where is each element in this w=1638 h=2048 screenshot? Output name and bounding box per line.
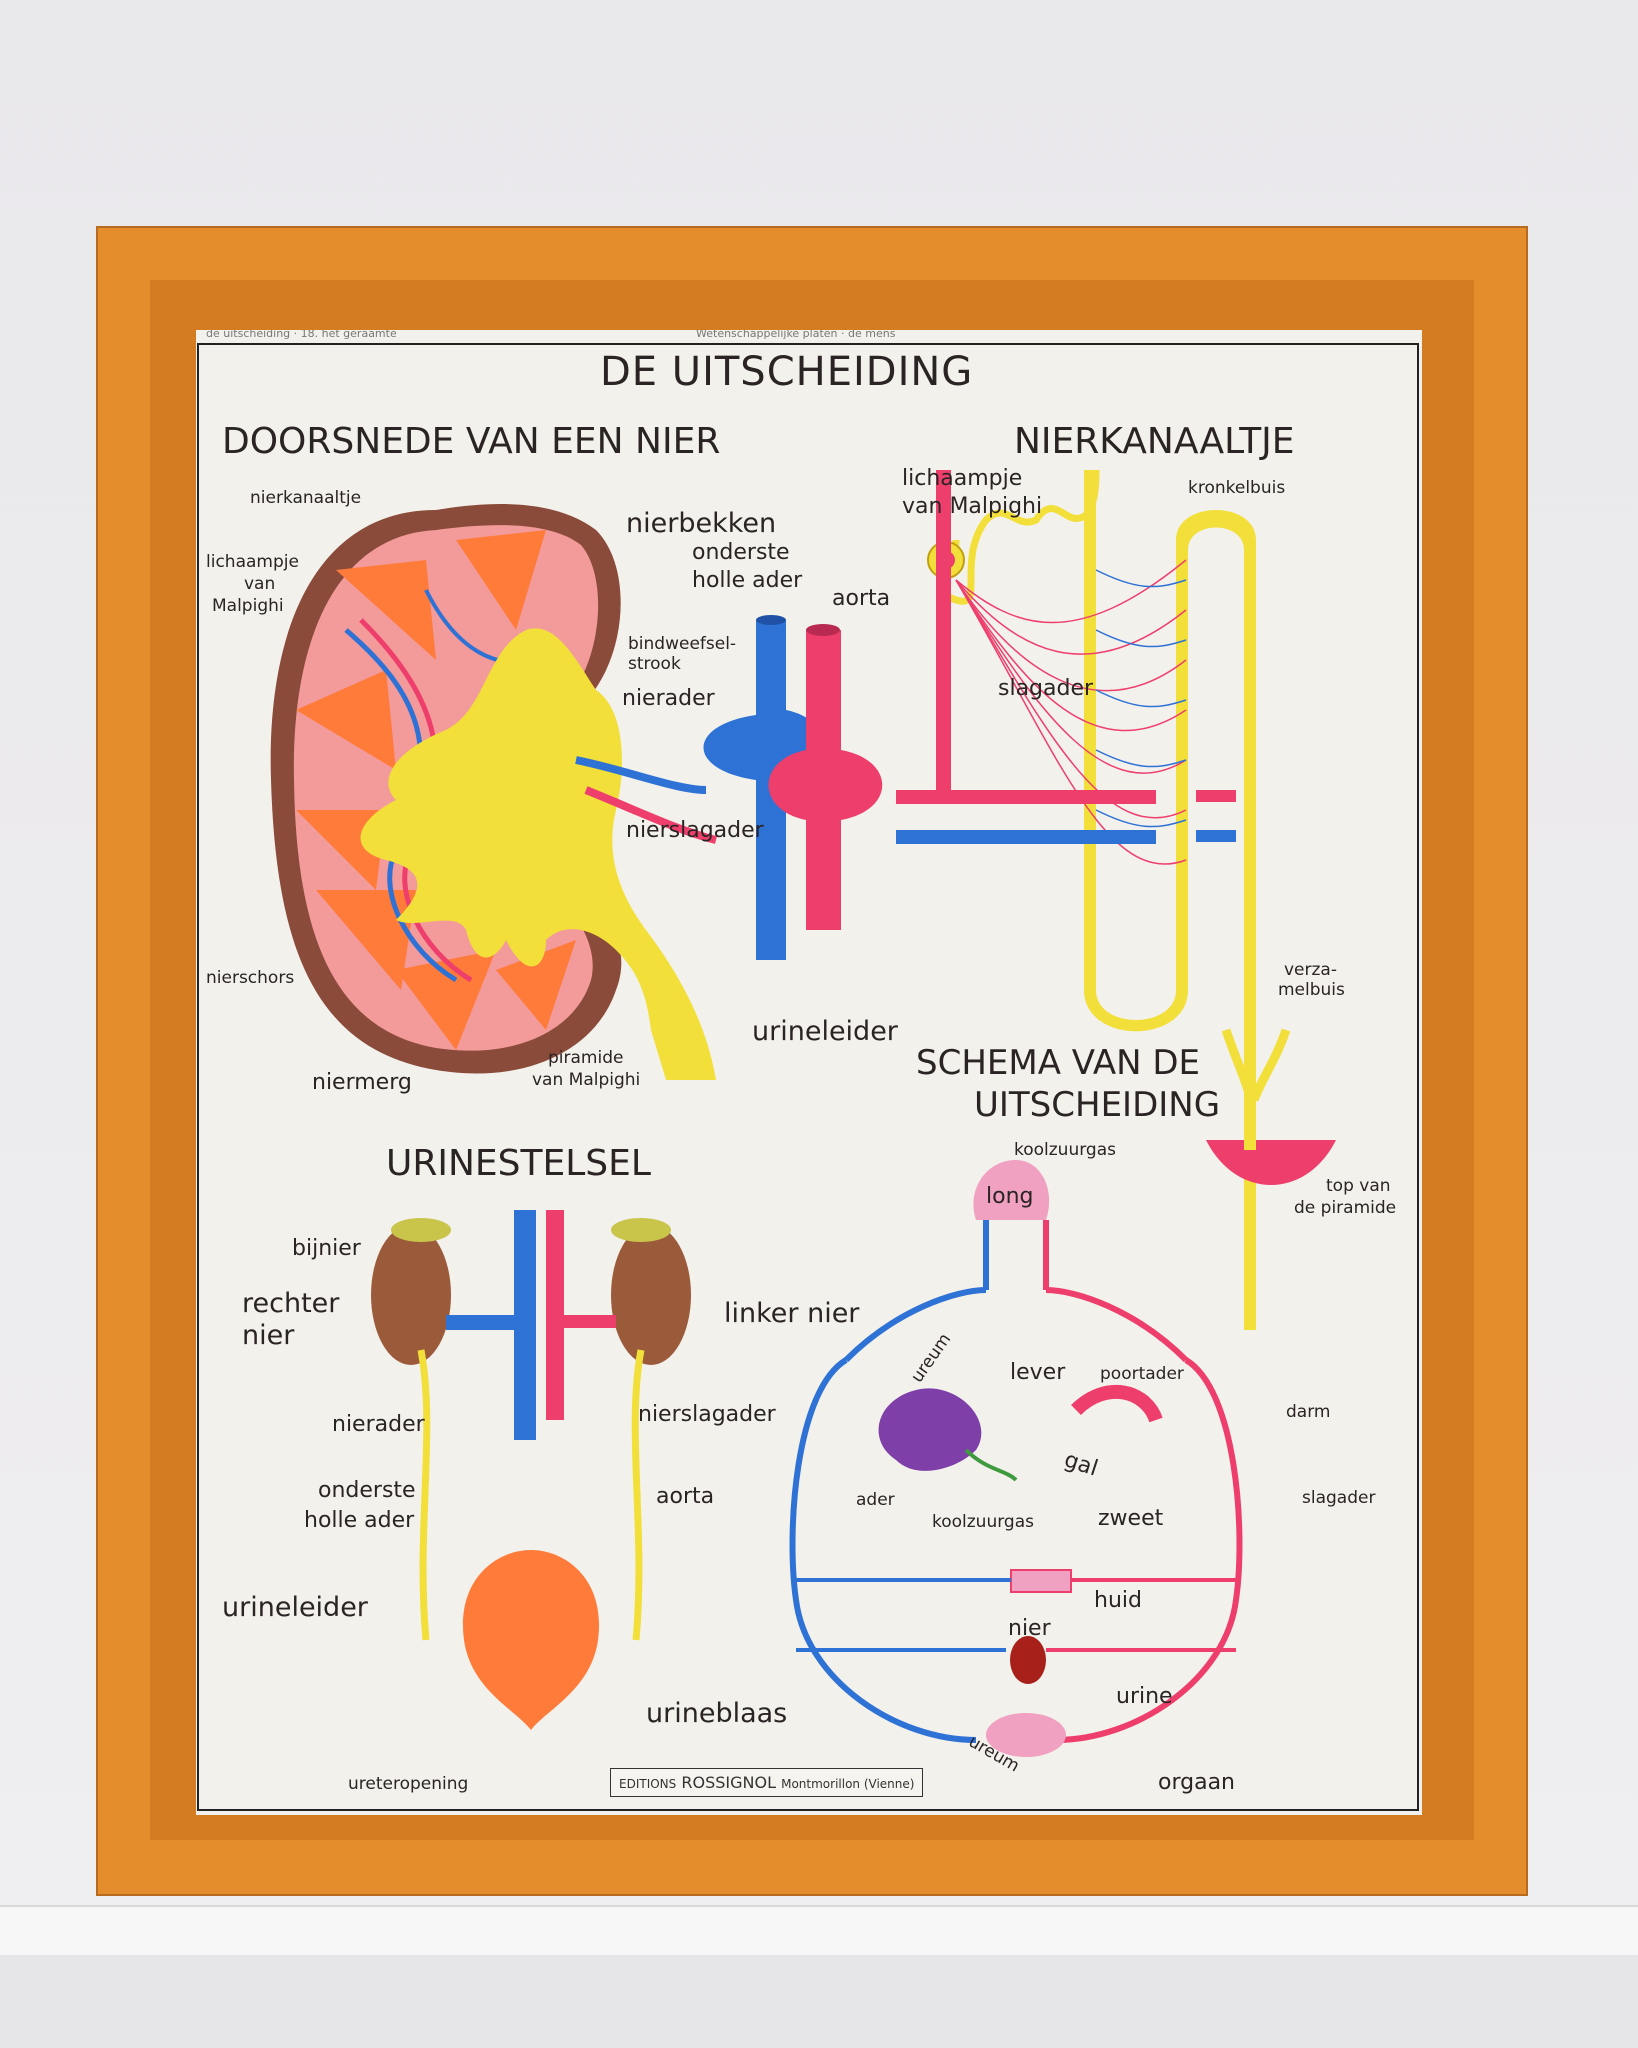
pyramid-tip: [1206, 1140, 1336, 1185]
publisher-name: ROSSIGNOL: [681, 1773, 776, 1792]
label-top-van: top van: [1326, 1176, 1391, 1196]
label-long: long: [986, 1184, 1034, 1209]
kidney-section-title: DOORSNEDE VAN EEN NIER: [222, 421, 721, 462]
urinary-section-title: URINESTELSEL: [386, 1143, 651, 1184]
label-urinary-nierslagader: nierslagader: [638, 1402, 776, 1427]
diagram-artwork: [197, 343, 1419, 1811]
label-strook: strook: [628, 654, 681, 674]
vena-cava: [703, 620, 824, 960]
label-bijnier: bijnier: [292, 1236, 361, 1261]
label-urinary-urineleider: urineleider: [222, 1592, 368, 1623]
publisher-box: EDITIONS ROSSIGNOL Montmorillon (Vienne): [610, 1768, 924, 1797]
label-rechter: rechter: [242, 1288, 340, 1319]
label-urinary-nierader: nierader: [332, 1412, 425, 1437]
label-scheme-nier: nier: [1008, 1616, 1051, 1641]
label-urine: urine: [1116, 1684, 1173, 1709]
kidney-cross-section: [270, 504, 883, 1080]
label-zweet: zweet: [1098, 1506, 1164, 1531]
label-bindweefsel: bindweefsel-: [628, 634, 737, 654]
label-urinary-aorta: aorta: [656, 1484, 715, 1509]
anatomy-poster: de uitscheiding · 18. het geraamte Weten…: [196, 330, 1422, 1815]
label-van-malpighi: van Malpighi: [532, 1070, 641, 1090]
label-huid: huid: [1094, 1588, 1142, 1613]
label-ader: ader: [856, 1490, 895, 1510]
label-urineleider-kidney: urineleider: [752, 1016, 898, 1047]
label-lever: lever: [1010, 1360, 1066, 1385]
label-urinary-onderste: onderste: [318, 1478, 416, 1503]
publisher-editions: EDITIONS: [619, 1777, 677, 1791]
publisher-place: Montmorillon (Vienne): [781, 1777, 915, 1791]
left-kidney: [611, 1225, 691, 1365]
label-holle-ader: holle ader: [692, 568, 803, 593]
label-nierbekken: nierbekken: [626, 508, 777, 539]
label-ureteropening: ureteropening: [348, 1774, 469, 1794]
small-kidney: [1010, 1636, 1046, 1684]
intestine: [1071, 1385, 1163, 1423]
label-koolzuurgas: koolzuurgas: [932, 1512, 1034, 1532]
poster-border: [197, 343, 1419, 1811]
label-tubule-van-malpighi: van Malpighi: [902, 494, 1043, 519]
liver: [878, 1388, 982, 1471]
aorta: [768, 630, 883, 930]
label-tubule-lichaampje: lichaampje: [902, 466, 1023, 491]
label-lichaampje-van: van: [244, 574, 276, 594]
urinary-system-diagram: [371, 1210, 691, 1730]
label-tubule-slagader: slagader: [998, 676, 1094, 701]
excretion-scheme-diagram: [789, 1160, 1243, 1757]
label-rechter-nier: nier: [242, 1320, 295, 1351]
nephron-diagram: [896, 469, 1336, 1330]
scheme-title-line2: UITSCHEIDING: [974, 1085, 1221, 1125]
label-niermerg: niermerg: [312, 1070, 412, 1095]
label-urinary-holle-ader: holle ader: [304, 1508, 415, 1533]
lung: [973, 1160, 1050, 1220]
right-adrenal: [391, 1218, 451, 1242]
label-nierslagader: nierslagader: [626, 818, 764, 843]
label-piramide: piramide: [548, 1048, 624, 1068]
label-aorta: aorta: [832, 586, 891, 611]
poster-header-left: de uitscheiding · 18. het geraamte: [206, 330, 397, 340]
shelf-front: [0, 1955, 1638, 2048]
label-koolzuurgas-top: koolzuurgas: [1014, 1140, 1116, 1160]
label-darm: darm: [1286, 1402, 1331, 1422]
label-de-piramide: de piramide: [1294, 1198, 1397, 1218]
label-urineblaas: urineblaas: [646, 1698, 788, 1729]
label-poortader: poortader: [1100, 1364, 1184, 1384]
right-kidney: [371, 1225, 451, 1365]
renal-pelvis: [360, 628, 716, 1080]
label-onderste: onderste: [692, 540, 790, 565]
label-orgaan: orgaan: [1158, 1770, 1235, 1795]
label-nierader: nierader: [622, 686, 715, 711]
label-melbuis: melbuis: [1278, 980, 1345, 1000]
tubule-section-title: NIERKANAALTJE: [1014, 421, 1295, 462]
loop-of-henle: [1084, 470, 1256, 1330]
label-kronkelbuis: kronkelbuis: [1188, 478, 1286, 498]
label-nierschors: nierschors: [206, 968, 295, 988]
left-adrenal: [611, 1218, 671, 1242]
label-linker-nier: linker nier: [724, 1298, 860, 1329]
scheme-title-line1: SCHEMA VAN DE: [916, 1043, 1201, 1083]
organ: [986, 1713, 1066, 1757]
shelf: [0, 1905, 1638, 1957]
label-nierkanaaltje: nierkanaaltje: [250, 488, 362, 508]
label-slagader: slagader: [1302, 1488, 1376, 1508]
urinary-bladder: [462, 1550, 600, 1730]
skin: [1010, 1569, 1072, 1593]
label-lichaampje-malpighi: Malpighi: [212, 596, 284, 616]
poster-title: DE UITSCHEIDING: [600, 349, 974, 395]
poster-header-right: Wetenschappelijke platen · de mens: [696, 330, 896, 340]
label-verza: verza-: [1284, 960, 1337, 980]
label-lichaampje: lichaampje: [206, 552, 299, 572]
